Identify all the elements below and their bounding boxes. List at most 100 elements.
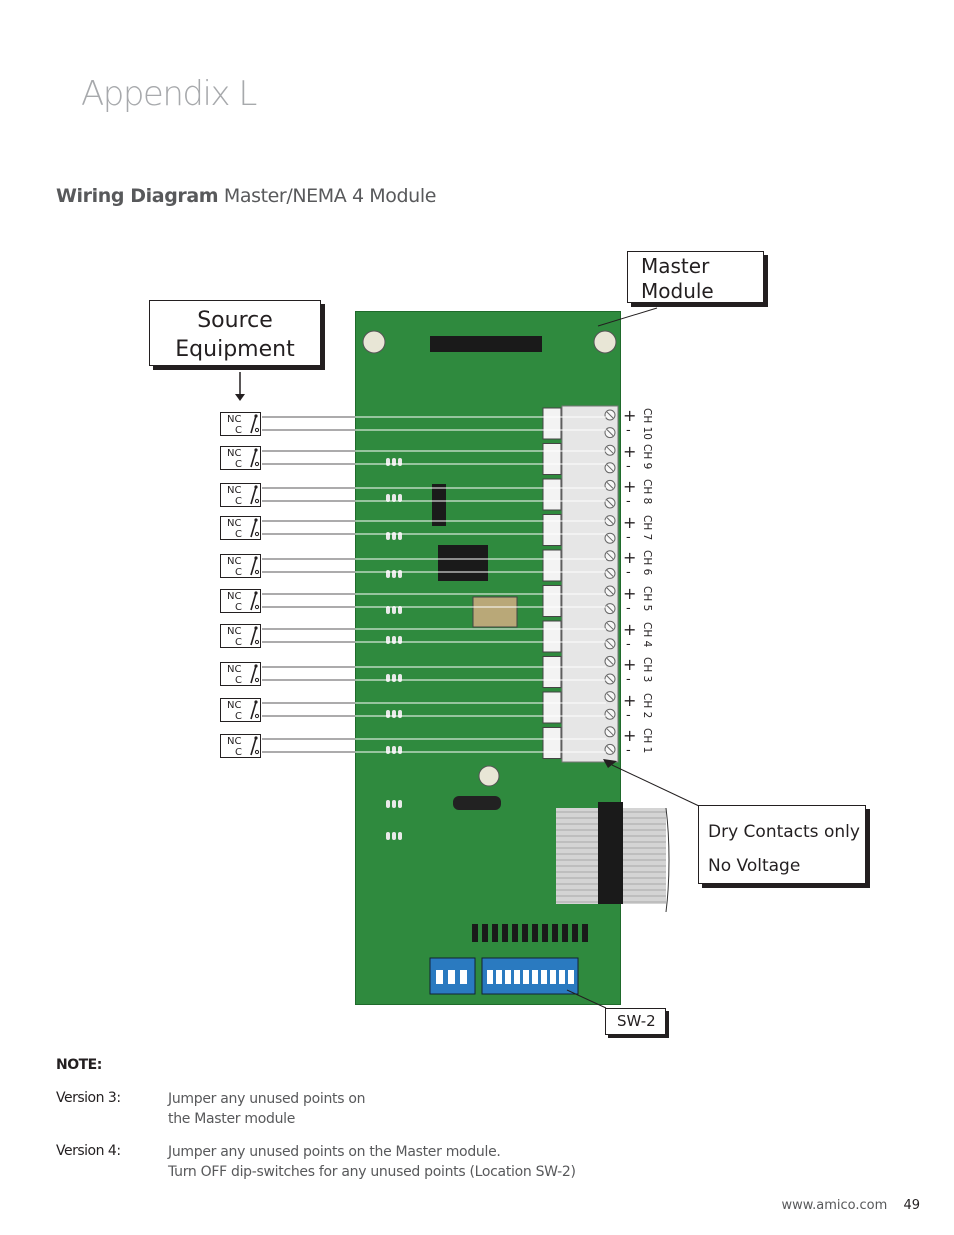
led-component [386, 494, 390, 502]
contact-nc-label: NC [227, 556, 242, 567]
section-heading-bold: Wiring Diagram [56, 185, 219, 207]
led-component [398, 710, 402, 718]
led-component [392, 832, 396, 840]
terminal-plus-label: + [623, 690, 637, 710]
channel-label: CH 8 [641, 479, 653, 505]
channel-label: CH 4 [641, 621, 653, 647]
resistor [552, 924, 558, 942]
contact-nc-label: NC [227, 591, 242, 602]
resistor [492, 924, 498, 942]
resistor [502, 924, 508, 942]
led-component [398, 674, 402, 682]
led-component [398, 832, 402, 840]
dip-lever [460, 970, 467, 984]
led-component [386, 800, 390, 808]
terminal-plus-label: + [623, 584, 637, 603]
resistor [482, 924, 488, 942]
terminal-plus-label: + [623, 548, 637, 568]
footer-url: www.amico.com [781, 1198, 888, 1213]
led-component [398, 800, 402, 808]
channel-label: CH 10 [641, 408, 653, 440]
dip-lever [436, 970, 443, 984]
channel-label: CH 2 [641, 692, 653, 719]
diagram-graphics [235, 307, 700, 1009]
resistor [562, 924, 568, 942]
contact-nc-label: NC [227, 448, 242, 459]
led-component [392, 636, 396, 644]
crystal-component [472, 596, 518, 628]
contact-nc-label: NC [227, 414, 242, 425]
dip-lever [496, 970, 502, 984]
contact-switch-icon [250, 700, 260, 720]
led-component [386, 606, 390, 614]
terminal-plus-label: + [623, 655, 637, 675]
led-component [386, 746, 390, 754]
version3-line1: Jumper any unused points on [168, 1091, 366, 1107]
led-component [392, 458, 396, 466]
terminal-minus-label: - [626, 601, 631, 616]
dip-lever [514, 970, 520, 984]
led-component [398, 570, 402, 578]
terminal-minus-label: - [626, 707, 631, 723]
terminal-plus-label: + [623, 477, 637, 497]
dip-lever [541, 970, 547, 984]
resistor [512, 924, 518, 942]
mount-hole [593, 330, 617, 354]
dry-contacts-box: Dry Contacts only No Voltage [698, 805, 866, 884]
contact-nc-label: NC [227, 664, 242, 675]
page-number: 49 [903, 1198, 920, 1213]
relay [542, 514, 562, 546]
relay-column [542, 407, 562, 759]
relay [542, 620, 562, 653]
channel-label: CH 7 [641, 514, 653, 541]
led-component [392, 532, 396, 540]
dip-switch-levers [436, 970, 574, 984]
terminal-plus-label: + [623, 406, 637, 425]
relay [542, 407, 562, 440]
relay-header [430, 336, 542, 352]
contact-switch-icon [250, 736, 260, 756]
contact-switch-icon [250, 591, 260, 611]
dry-pointer-line [611, 764, 700, 807]
led-component [386, 636, 390, 644]
led-component [386, 832, 390, 840]
led-component [398, 746, 402, 754]
dip-lever [568, 970, 574, 984]
contact-c-label: C [235, 529, 242, 540]
jumper-header [432, 484, 446, 526]
dip-lever [532, 970, 538, 984]
contact-nc-label: NC [227, 626, 242, 637]
relay [542, 691, 562, 724]
led-component [392, 674, 396, 682]
dip-lever [487, 970, 493, 984]
dry-box-line2: No Voltage [708, 856, 801, 876]
terminal-minus-label: - [626, 529, 631, 545]
version4-label: Version 4: [56, 1143, 121, 1159]
resistor [532, 924, 538, 942]
channel-label: CH 6 [641, 550, 653, 576]
version4-line2: Turn OFF dip-switches for any unused poi… [168, 1164, 576, 1180]
led-component [386, 532, 390, 540]
channel-label: CH 9 [641, 443, 653, 469]
led-component [386, 458, 390, 466]
relay [542, 727, 562, 759]
contact-switch-icon [250, 448, 260, 468]
contact-switch-icon [250, 414, 260, 434]
dip-lever [523, 970, 529, 984]
channel-label: CH 5 [641, 586, 653, 612]
relay [542, 478, 562, 511]
version4-line1: Jumper any unused points on the Master m… [168, 1144, 501, 1160]
terminal-plus-label: + [623, 726, 637, 746]
source-box-line2: Equipment [175, 337, 295, 362]
ribbon-connector [598, 802, 623, 904]
terminal-minus-label: - [626, 636, 631, 652]
terminal-plus-label: + [623, 441, 637, 461]
contact-wires [262, 416, 606, 753]
led-component [398, 494, 402, 502]
